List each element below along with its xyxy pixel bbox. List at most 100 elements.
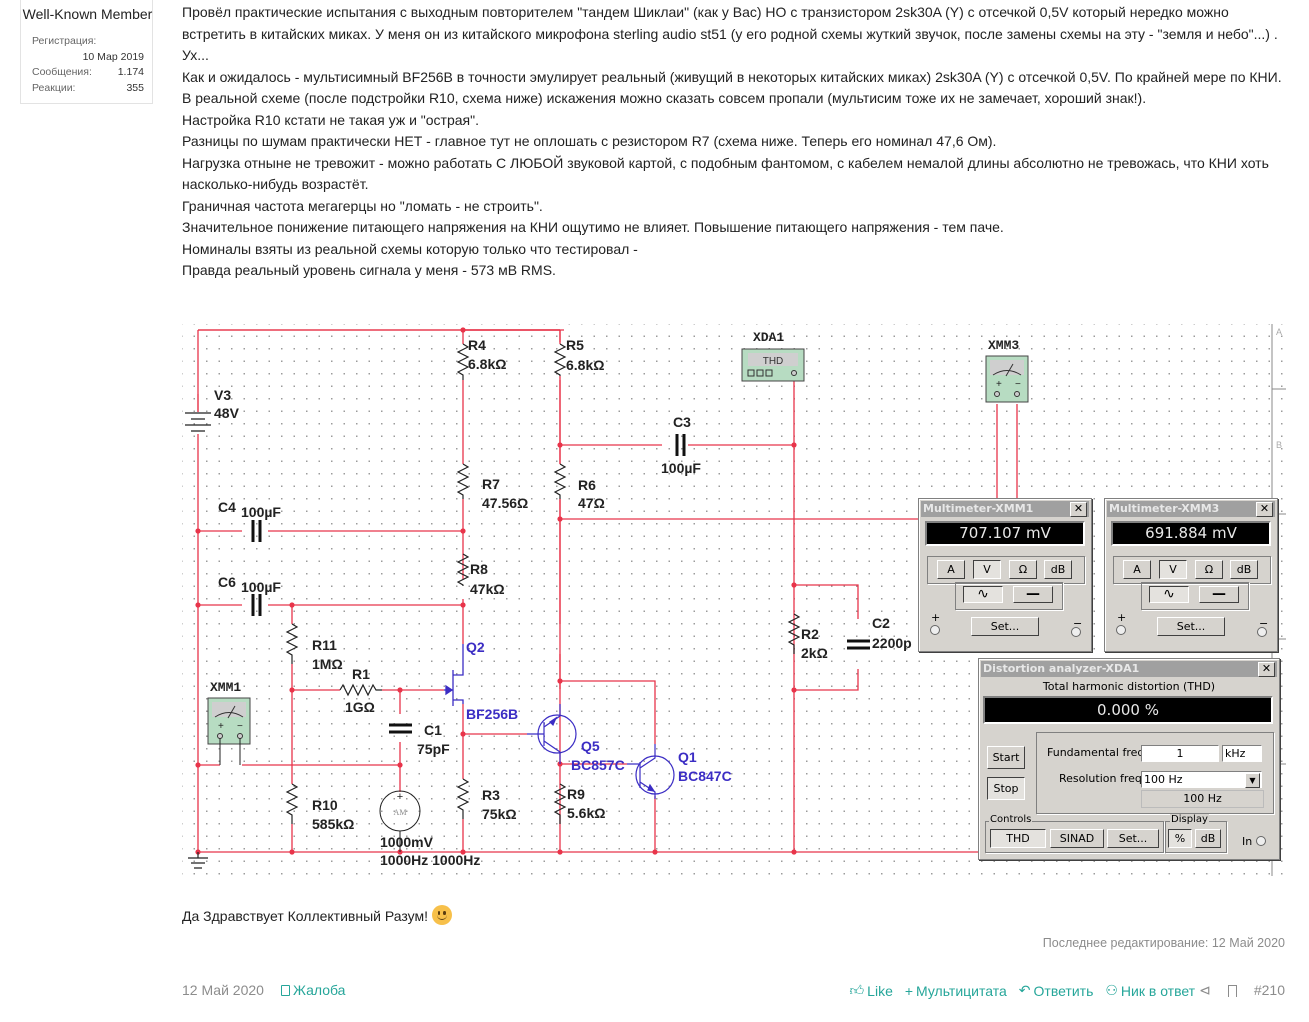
c1-value: 75pF (417, 741, 450, 757)
multiquote-button[interactable]: +Мультицитата (905, 982, 1007, 999)
q1-model: BC847C (678, 768, 732, 784)
resistor-symbols (285, 343, 801, 824)
decibel-button[interactable]: dB (1230, 560, 1258, 579)
multimeter-xmm3-window[interactable]: Multimeter-XMM3 ✕ 691.884 mV A V Ω dB ∿ … (1104, 498, 1278, 652)
multimeter-xmm3-titlebar[interactable]: Multimeter-XMM3 ✕ (1107, 501, 1275, 517)
v3-name: V3 (214, 387, 231, 403)
ohmmeter-button[interactable]: Ω (1009, 560, 1037, 579)
sinad-button[interactable]: SINAD (1050, 829, 1104, 848)
resolution-freq-select[interactable]: 100 Hz ▼ (1141, 771, 1262, 788)
message-body: Провёл практические испытания с выходным… (182, 2, 1282, 282)
bookmark-icon (1227, 984, 1237, 997)
bookmark-button[interactable] (1227, 982, 1240, 999)
thd-button[interactable]: THD (990, 829, 1046, 848)
report-link[interactable]: Жалоба (281, 982, 345, 998)
registration-label: Регистрация: (32, 35, 97, 47)
svg-text:+: + (996, 379, 1002, 390)
xmm1-label: XMM1 (210, 680, 241, 695)
message-paragraph: Значительное понижение питающего напряже… (182, 219, 1004, 235)
percent-display-button[interactable]: % (1168, 829, 1192, 848)
reactions-label: Реакции: (32, 81, 76, 94)
plus-terminal[interactable] (930, 625, 940, 635)
analyzer-set-button[interactable]: Set... (1107, 829, 1159, 848)
message-paragraph: Провёл практические испытания с выходным… (182, 4, 1278, 42)
q2-model: BF256B (466, 706, 518, 722)
r1-name: R1 (352, 666, 370, 682)
ammeter-button[interactable]: A (937, 560, 965, 579)
message-paragraph: Правда реальный уровень сигнала у меня -… (182, 262, 556, 278)
c3-symbol (675, 434, 686, 456)
dropdown-arrow-icon[interactable]: ▼ (1245, 773, 1260, 788)
dc-mode-button[interactable]: — (1013, 586, 1053, 603)
ohmmeter-button[interactable]: Ω (1195, 560, 1223, 579)
close-icon[interactable]: ✕ (1258, 662, 1275, 677)
message-paragraph: Нагрузка отныне не тревожит - можно рабо… (182, 154, 1269, 193)
share-button[interactable]: ⊲ (1199, 982, 1214, 999)
window-title: Multimeter-XMM3 (1109, 502, 1220, 515)
r6-value: 47Ω (578, 495, 605, 511)
r10-symbol (285, 783, 299, 824)
fundamental-unit-select[interactable]: kHz (1222, 745, 1262, 762)
close-icon[interactable]: ✕ (1256, 502, 1273, 517)
close-icon[interactable]: ✕ (1070, 502, 1087, 517)
smile-emoji-icon (431, 905, 452, 925)
r10-value: 585kΩ (312, 816, 354, 832)
transistor-q1-symbol (627, 744, 675, 799)
xmm3-instrument[interactable]: + − (985, 355, 1029, 403)
schematic-image[interactable]: + AM + − (182, 324, 1286, 876)
like-button[interactable]: 👍︎Like (850, 982, 893, 999)
xmm3-label: XMM3 (988, 338, 1019, 353)
r7-symbol (456, 463, 470, 499)
svg-text:+: + (397, 791, 403, 803)
decibel-button[interactable]: dB (1044, 560, 1072, 579)
nick-reply-button[interactable]: ⚇Ник в ответ (1105, 982, 1195, 999)
r3-value: 75kΩ (482, 806, 517, 822)
r8-name: R8 (470, 561, 488, 577)
start-button[interactable]: Start (987, 746, 1025, 769)
svg-text:THD: THD (763, 356, 784, 367)
window-title: Distortion analyzer-XDA1 (983, 662, 1140, 675)
voltmeter-button[interactable]: V (1159, 560, 1187, 579)
svg-text:A: A (1276, 327, 1282, 337)
post-actions: 👍︎Like +Мультицитата ↶Ответить ⚇Ник в от… (838, 982, 1285, 999)
xmm1-instrument[interactable]: + − (207, 697, 251, 765)
registration-date: 10 Мар 2019 (82, 50, 144, 63)
distortion-analyzer-window[interactable]: Distortion analyzer-XDA1 ✕ Total harmoni… (978, 658, 1280, 860)
svg-text:−: − (1015, 379, 1021, 390)
input-terminal[interactable] (1256, 836, 1266, 846)
minus-terminal-label: − (1259, 617, 1269, 630)
distortion-analyzer-titlebar[interactable]: Distortion analyzer-XDA1 ✕ (981, 661, 1277, 677)
ac-mode-button[interactable]: ∿ (1149, 586, 1189, 603)
set-button[interactable]: Set... (1157, 617, 1225, 636)
dc-mode-button[interactable]: — (1199, 586, 1239, 603)
message-paragraph: Разницы по шумам практически НЕТ - главн… (182, 133, 997, 149)
voltmeter-button[interactable]: V (973, 560, 1001, 579)
r7-value: 47.56Ω (482, 495, 528, 511)
post-date[interactable]: 12 Май 2020 (182, 982, 264, 998)
multimeter-xmm1-titlebar[interactable]: Multimeter-XMM1 ✕ (921, 501, 1089, 517)
r4-value: 6.8kΩ (468, 356, 506, 372)
xda1-label: XDA1 (753, 330, 784, 345)
plus-terminal[interactable] (1116, 625, 1126, 635)
minus-terminal[interactable] (1071, 627, 1081, 637)
minus-terminal[interactable] (1257, 627, 1267, 637)
set-button[interactable]: Set... (971, 617, 1039, 636)
resolution-freq-label: Resolution freq. (1059, 772, 1146, 785)
xda1-instrument[interactable]: THD (741, 348, 805, 382)
ammeter-button[interactable]: A (1123, 560, 1151, 579)
fundamental-freq-input[interactable]: 1 (1141, 745, 1219, 762)
r3-symbol (456, 778, 470, 819)
multimeter-xmm1-window[interactable]: Multimeter-XMM1 ✕ 707.107 mV A V Ω dB ∿ … (918, 498, 1092, 652)
function-group (927, 556, 1085, 584)
q5-name: Q5 (581, 738, 600, 754)
db-display-button[interactable]: dB (1195, 829, 1221, 848)
r2-value: 2kΩ (801, 645, 828, 661)
c1-name: C1 (424, 722, 442, 738)
ac-mode-button[interactable]: ∿ (963, 586, 1003, 603)
r5-value: 6.8kΩ (566, 357, 604, 373)
fundamental-freq-label: Fundamental freq. (1047, 746, 1148, 759)
reply-button[interactable]: ↶Ответить (1019, 982, 1094, 999)
stop-button[interactable]: Stop (987, 777, 1025, 800)
post-number-link[interactable]: #210 (1253, 982, 1285, 998)
r11-symbol (285, 623, 299, 664)
